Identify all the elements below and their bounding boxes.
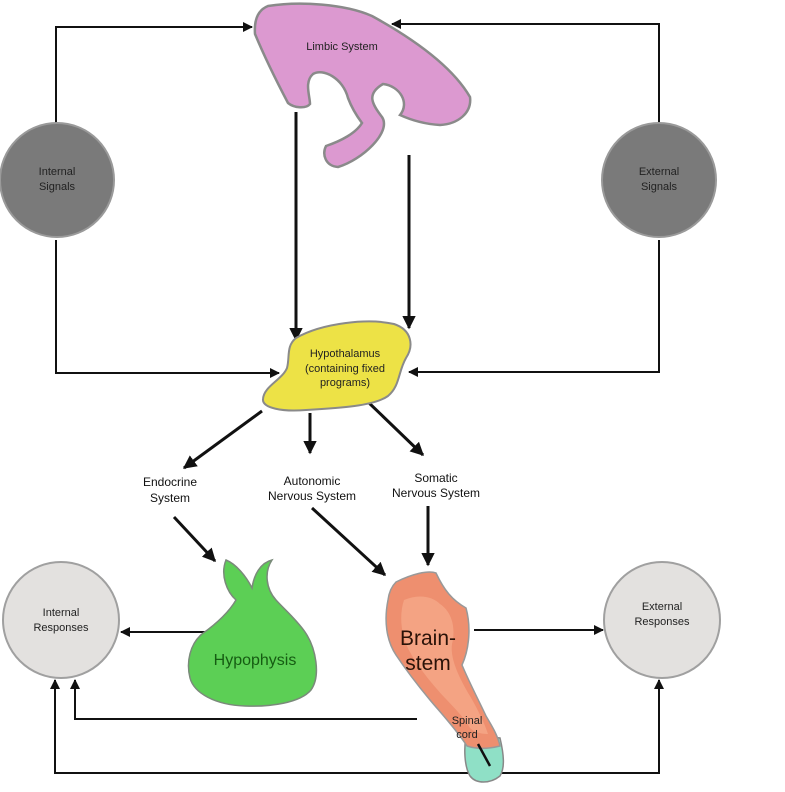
hypophysis-shape [187, 558, 318, 707]
arrow-brainstem-to-internal-responses [70, 679, 417, 720]
spinal-cord-pointer [476, 743, 492, 767]
autonomic-label-line1: Autonomic [284, 474, 341, 488]
spinal-cord-label-line1: Spinal [452, 715, 483, 727]
arrow-internal-signals-to-limbic [55, 22, 253, 125]
internal-responses-circle [2, 561, 120, 679]
autonomic-label-line2: Nervous System [268, 489, 356, 503]
arrow-external-signals-to-hypothalamus [408, 240, 660, 377]
endocrine-system-label-line1: Endocrine [143, 475, 197, 489]
brainstem: Brain- stem Spinal cord [385, 571, 505, 783]
arrow-endocrine-to-hypophysis [172, 515, 217, 563]
external-signals-label-line1: External [639, 166, 679, 178]
internal-signals: Internal Signals [0, 122, 115, 238]
limbic-system: Limbic System [253, 2, 472, 169]
somatic-label-line1: Somatic [414, 471, 457, 485]
hypothalamus-label-line2: (containing fixed [305, 363, 385, 375]
internal-signals-circle [0, 122, 115, 238]
limbic-system-label: Limbic System [306, 41, 378, 53]
endocrine-system-label-line2: System [150, 491, 190, 505]
external-signals: External Signals [601, 122, 717, 238]
external-signals-circle [601, 122, 717, 238]
autonomic-nervous-system: Autonomic Nervous System [268, 474, 356, 503]
internal-signals-label-line1: Internal [39, 166, 76, 178]
somatic-label-line2: Nervous System [392, 486, 480, 500]
arrow-internal-signals-to-hypothalamus [55, 240, 280, 378]
external-responses-label-line2: Responses [634, 616, 690, 628]
internal-responses-label-line2: Responses [33, 622, 89, 634]
external-responses-circle [603, 561, 721, 679]
arrow-spinal-cord-to-both-responses [50, 679, 664, 774]
external-responses-label-line1: External [642, 601, 682, 613]
arrow-hypothalamus-to-somatic [365, 399, 425, 457]
somatic-nervous-system: Somatic Nervous System [392, 471, 480, 500]
brainstem-label-line1: Brain- [400, 627, 456, 650]
brainstem-inner-shape [401, 596, 488, 734]
internal-signals-label-line2: Signals [39, 181, 76, 193]
arrow-hypothalamus-to-endocrine [182, 409, 263, 470]
brainstem-label-line2: stem [405, 652, 451, 675]
hypothalamus: Hypothalamus (containing fixed programs) [262, 320, 412, 412]
internal-responses-label-line1: Internal [43, 607, 80, 619]
hypothalamus-shape [262, 320, 412, 412]
hypothalamus-label-line3: programs) [320, 377, 370, 389]
arrow-external-signals-to-limbic [391, 19, 660, 125]
spinal-cord-label-line2: cord [456, 729, 477, 741]
hypophysis: Hypophysis [187, 558, 318, 707]
endocrine-system: Endocrine System [143, 475, 197, 505]
connectors [50, 19, 664, 774]
external-signals-label-line2: Signals [641, 181, 678, 193]
external-responses: External Responses [603, 561, 721, 679]
limbic-system-shape [253, 2, 472, 169]
internal-responses: Internal Responses [2, 561, 120, 679]
arrow-autonomic-to-brainstem [310, 506, 387, 577]
hypothalamus-label-line1: Hypothalamus [310, 348, 381, 360]
hypophysis-label: Hypophysis [214, 652, 297, 669]
